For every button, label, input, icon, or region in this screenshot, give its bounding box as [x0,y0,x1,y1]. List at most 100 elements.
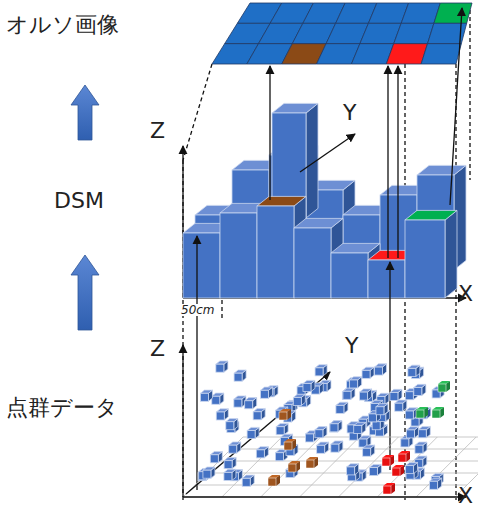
point [414,388,422,396]
point [406,466,414,474]
point [414,384,426,387]
point [200,390,212,393]
projection-arrow [389,262,390,470]
point [376,407,384,415]
point [369,468,377,476]
axis-label: Y [343,102,356,124]
point [405,411,413,419]
projection-line [183,64,212,160]
projection-line [221,300,222,318]
flow-arrow [71,85,99,140]
point [415,456,427,459]
point [398,454,406,462]
point [268,478,276,486]
point [347,464,359,467]
dsm-cell [405,220,445,298]
point [390,389,402,392]
point [284,439,296,442]
point [203,467,215,470]
point [245,401,253,409]
ground-grid [338,437,398,497]
point [216,409,228,412]
point [293,397,301,405]
point [354,426,362,434]
point [363,448,371,456]
dsm-cell [183,233,220,298]
dsm-cell [331,243,380,253]
point [234,373,242,381]
point [261,387,273,390]
point [371,400,383,403]
point [210,455,218,463]
point [350,377,362,380]
projection-arrow [387,66,388,258]
ground-grid [195,485,467,486]
point [406,427,418,430]
ground-grid [222,437,282,497]
point [216,364,224,372]
point [256,450,264,458]
point [229,445,237,453]
dsm-cell [445,210,457,298]
point [330,424,338,432]
layer-label: DSM [54,190,104,212]
projection-line [469,3,470,180]
point [360,389,372,392]
point [281,434,293,437]
point [212,393,224,396]
point [368,414,376,422]
point [276,427,284,435]
point [268,475,280,478]
point [276,424,288,427]
point [275,453,283,461]
point [315,365,327,368]
point [398,451,410,454]
point [416,407,428,410]
point [331,444,339,452]
point [362,370,370,378]
dsm-cell [294,228,331,298]
point [203,470,211,478]
point [369,464,381,467]
point [374,367,382,375]
point [418,430,426,438]
point [253,409,265,412]
point [224,472,232,480]
point [343,391,351,399]
dsm-cell [257,196,306,206]
point [390,393,398,401]
projection-arrow [196,236,197,490]
point [363,445,375,448]
point [408,365,420,368]
point [432,410,440,418]
dsm-cell [294,218,343,228]
point [383,486,391,494]
projection-arrow [269,66,270,200]
point [382,455,394,458]
point [224,469,236,472]
point [354,422,366,425]
layer-label: オルソ画像 [6,14,119,36]
point [279,409,291,412]
dsm-cell [331,253,368,298]
point [392,465,404,468]
point [234,396,246,399]
point [430,481,438,489]
point [408,368,416,376]
point [431,473,443,476]
point [317,442,329,445]
point [343,388,355,391]
point [306,460,314,468]
dsm-cell [272,103,318,113]
point [376,404,388,407]
point [226,419,238,422]
dimension-label: 50cm [181,304,215,316]
point [242,478,250,486]
projection-arrow [397,66,398,258]
point [347,467,355,475]
point [315,430,323,438]
x-axis [183,496,466,497]
axis-label: Z [150,120,165,142]
point [210,452,222,455]
